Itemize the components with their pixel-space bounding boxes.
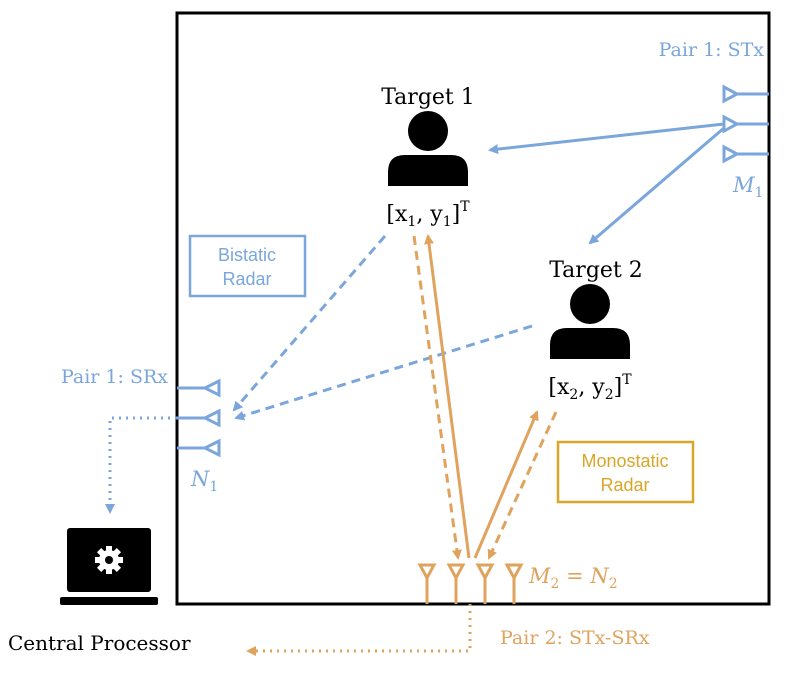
target-2-coordinates: [x2, y2]T: [548, 372, 632, 403]
stx-to-target-2-arrow: [588, 126, 725, 245]
target-1-person-icon: [388, 111, 468, 186]
pair-1-srx-antenna-array: [177, 378, 221, 458]
array-to-processor-link: [246, 604, 472, 656]
target-2-echo-to-array-arrow: [487, 411, 558, 560]
srx-to-processor-link: [105, 416, 177, 514]
target-2-echo-to-srx-arrow: [234, 324, 533, 421]
pair-1-stx-antenna-array: [722, 84, 769, 164]
pair-2-antenna-array: [417, 563, 524, 604]
target-2-person-icon: [550, 284, 630, 359]
array-to-target-2-arrow: [473, 410, 539, 559]
target-1-label: Target 1: [381, 85, 475, 110]
target-1-echo-to-array-arrow: [412, 235, 462, 560]
monostatic-radar-line-1: Monostatic: [581, 451, 668, 471]
pair-1-srx-label: Pair 1: SRx: [61, 366, 168, 388]
pair-1-m-label: M1: [732, 173, 763, 201]
bistatic-radar-box: Bistatic Radar: [188, 234, 307, 298]
target-2-label: Target 2: [549, 258, 643, 283]
pair-1-n-label: N1: [190, 467, 218, 495]
bistatic-radar-line-2: Radar: [222, 269, 271, 289]
monostatic-radar-line-2: Radar: [600, 475, 649, 495]
bistatic-radar-line-1: Bistatic: [218, 245, 276, 265]
pair-1-stx-label: Pair 1: STx: [659, 39, 765, 61]
array-to-target-1-arrow: [424, 234, 471, 559]
environment-frame: [175, 11, 771, 606]
monostatic-radar-box: Monostatic Radar: [556, 440, 695, 504]
pair-2-label: Pair 2: STx-SRx: [500, 627, 650, 649]
laptop-icon: [60, 528, 158, 605]
pair-2-mn-label: M2 = N2: [528, 564, 618, 592]
gear-icon: [95, 546, 123, 574]
stx-to-target-1-arrow: [488, 122, 725, 155]
target-1-coordinates: [x1, y1]T: [386, 199, 470, 230]
target-1-echo-to-srx-arrow: [232, 235, 387, 412]
central-processor-label: Central Processor: [8, 631, 191, 655]
